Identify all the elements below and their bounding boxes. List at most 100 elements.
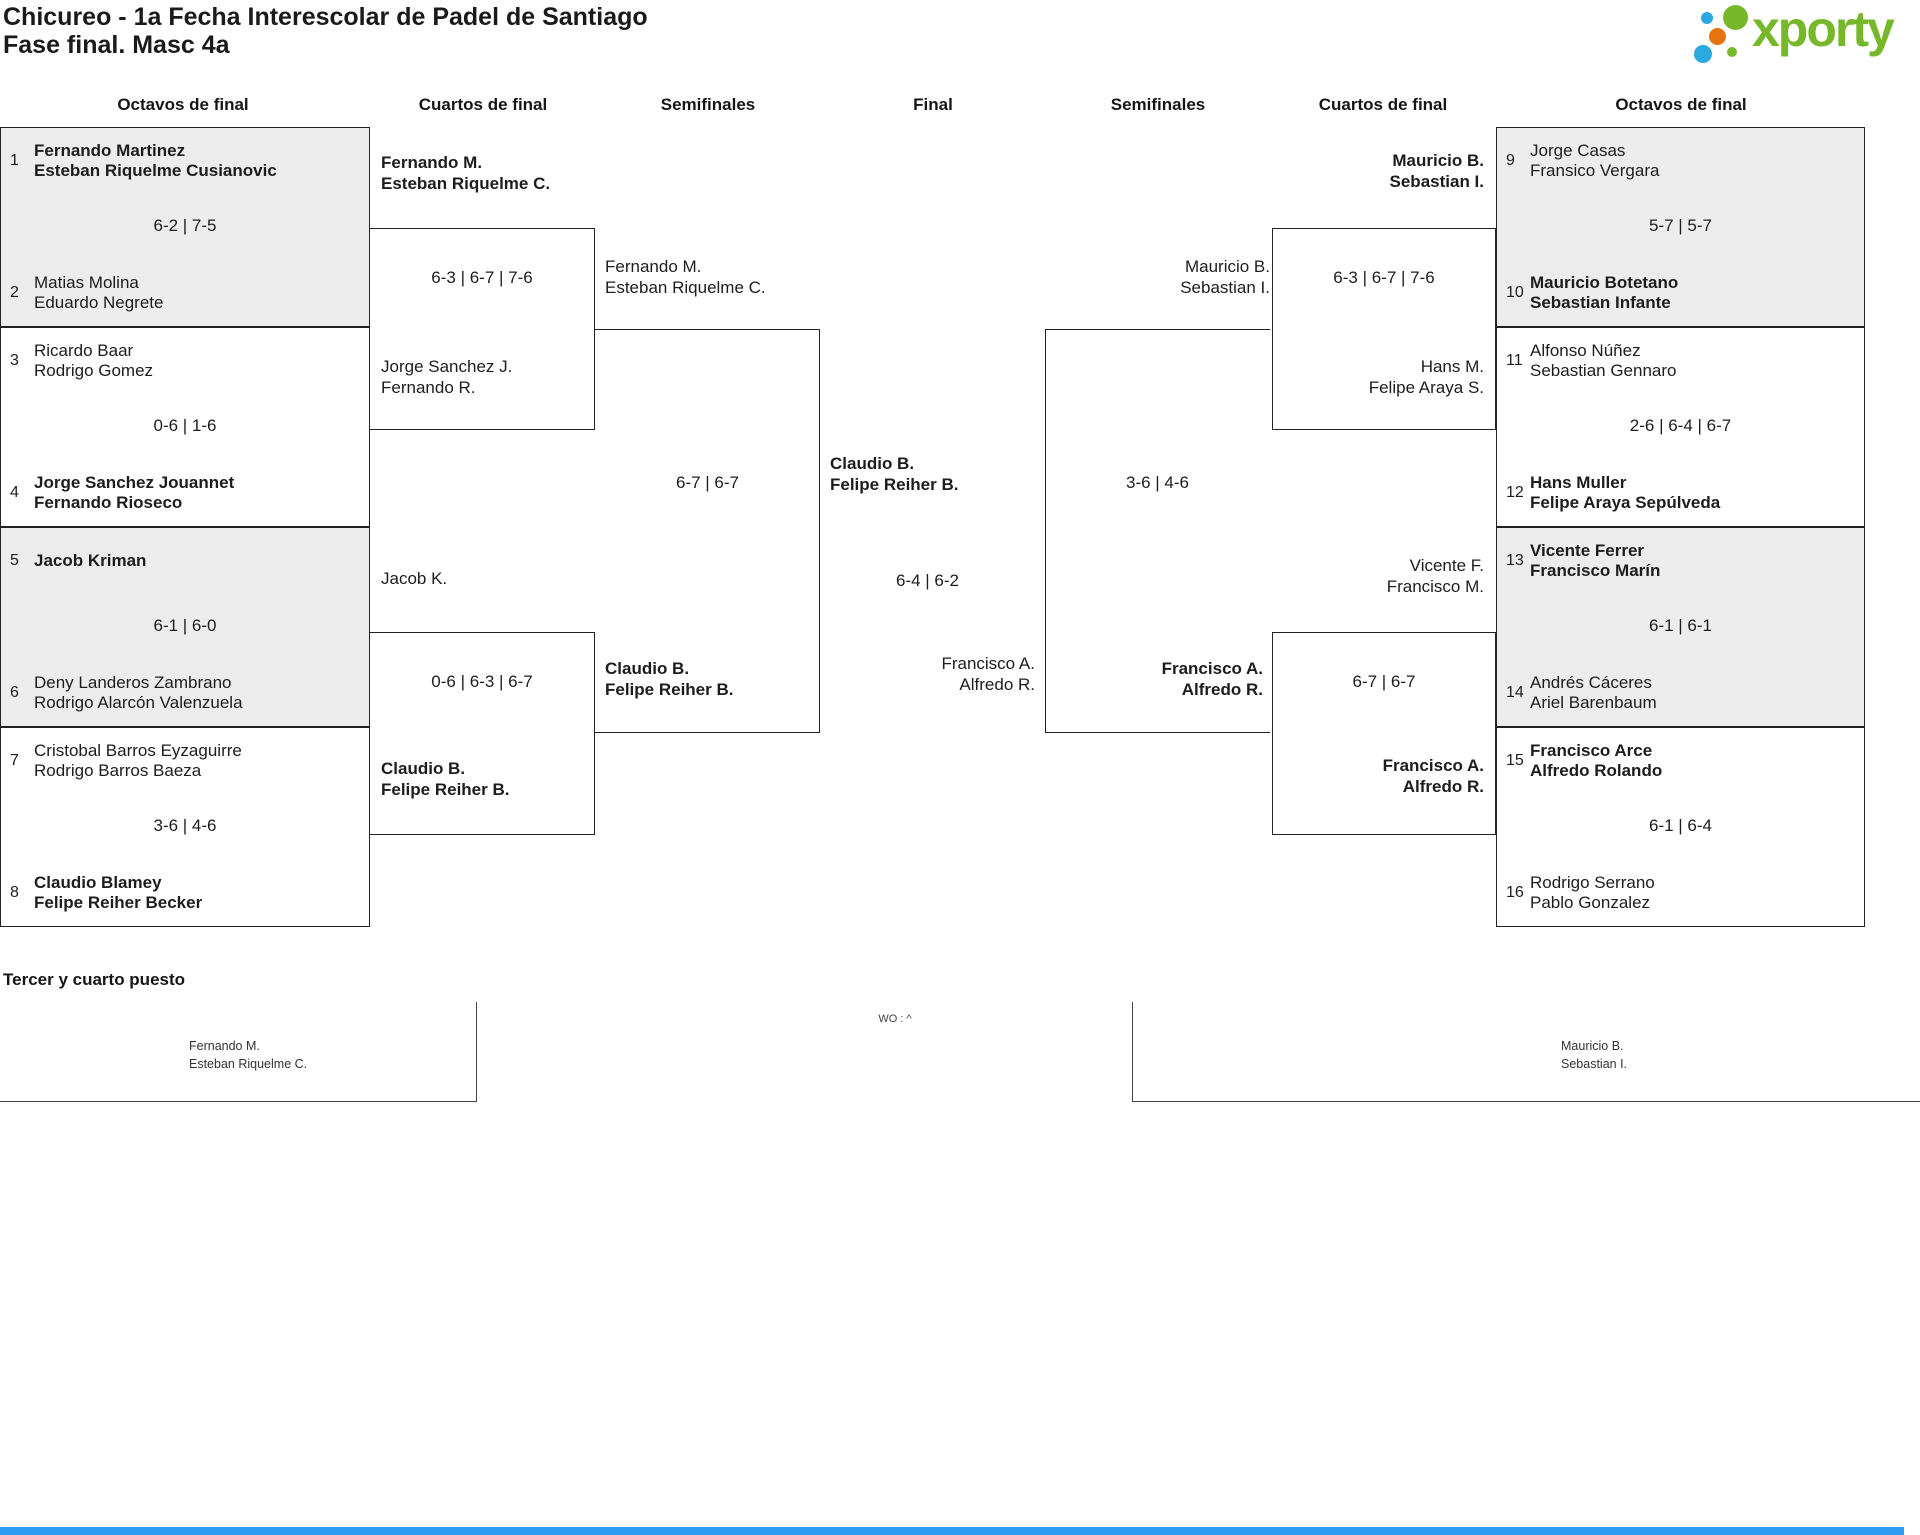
- qf-left-2-team1: Jacob K.: [381, 569, 448, 588]
- logo-dot-blue-small: [1701, 12, 1713, 24]
- team-entry: 12 Hans Muller Felipe Araya Sepúlveda: [1506, 468, 1858, 518]
- match-score: 0-6 | 1-6: [153, 416, 217, 435]
- seed-number: 3: [10, 352, 19, 369]
- team-entry: 4 Jorge Sanchez Jouannet Fernando Riosec…: [10, 468, 363, 518]
- round-header-qf-left: Cuartos de final: [418, 95, 548, 114]
- match-qf-right-2[interactable]: [1272, 632, 1496, 835]
- match-r16-left-3[interactable]: 5 Jacob Kriman 6-1 | 6-0 6 Deny Landeros…: [0, 527, 370, 727]
- team-names: Matias Molina Eduardo Negrete: [34, 273, 164, 312]
- team-entry: 16 Rodrigo Serrano Pablo Gonzalez: [1506, 868, 1858, 918]
- page-title: Chicureo - 1a Fecha Interescolar de Pade…: [3, 3, 648, 59]
- team-entry: 3 Ricardo Baar Rodrigo Gomez: [10, 336, 363, 386]
- team-entry: 5 Jacob Kriman: [10, 536, 363, 586]
- match-r16-left-4[interactable]: 7 Cristobal Barros Eyzaguirre Rodrigo Ba…: [0, 727, 370, 927]
- seed-number: 1: [10, 152, 19, 169]
- third-place-team-left: Fernando M. Esteban Riquelme C.: [189, 1039, 308, 1071]
- match-sf-right[interactable]: [1045, 329, 1270, 733]
- round-header-final: Final: [913, 95, 953, 114]
- seed-number: 10: [1506, 284, 1524, 301]
- team-names: Deny Landeros Zambrano Rodrigo Alarcón V…: [34, 673, 243, 712]
- sf-left-score: 6-7 | 6-7: [675, 473, 739, 492]
- match-qf-right-1[interactable]: [1272, 228, 1496, 430]
- match-r16-right-3[interactable]: 13 Vicente Ferrer Francisco Marín 6-1 | …: [1496, 527, 1865, 727]
- qf-left-2-team2: Claudio B. Felipe Reiher B.: [381, 759, 510, 799]
- sf-right-score: 3-6 | 4-6: [1125, 473, 1189, 492]
- sf-right-team2: Francisco A. Alfredo R.: [1161, 659, 1263, 699]
- match-score: 6-1 | 6-1: [1648, 616, 1712, 635]
- match-score: 6-1 | 6-4: [1648, 816, 1712, 835]
- qf-left-2-score: 0-6 | 6-3 | 6-7: [431, 672, 533, 691]
- final-team1: Claudio B. Felipe Reiher B.: [830, 454, 959, 494]
- team-names: Cristobal Barros Eyzaguirre Rodrigo Barr…: [34, 741, 242, 780]
- seed-number: 8: [10, 884, 19, 901]
- team-entry: 7 Cristobal Barros Eyzaguirre Rodrigo Ba…: [10, 736, 363, 786]
- round-header-r16-left: Octavos de final: [117, 95, 249, 114]
- footer-blue-bar: [0, 1527, 1904, 1535]
- qf-right-2-team2: Francisco A. Alfredo R.: [1382, 756, 1484, 796]
- logo-wordmark: xporty: [1752, 1, 1895, 57]
- match-score: 3-6 | 4-6: [153, 816, 217, 835]
- team-names: Andrés Cáceres Ariel Barenbaum: [1530, 673, 1657, 712]
- seed-number: 16: [1506, 884, 1524, 901]
- third-place-match-left[interactable]: [0, 1002, 477, 1102]
- team-names: Jorge Sanchez Jouannet Fernando Rioseco: [34, 473, 235, 512]
- match-r16-right-4[interactable]: 15 Francisco Arce Alfredo Rolando 6-1 | …: [1496, 727, 1865, 927]
- phase-name: Fase final. Masc 4a: [3, 31, 230, 59]
- match-qf-left-2[interactable]: [369, 632, 595, 835]
- tournament-name: Chicureo - 1a Fecha Interescolar de Pade…: [3, 3, 648, 31]
- third-place-match-right[interactable]: [1132, 1002, 1920, 1102]
- team-entry: 10 Mauricio Botetano Sebastian Infante: [1506, 268, 1858, 318]
- match-r16-left-1[interactable]: 1 Fernando Martinez Esteban Riquelme Cus…: [0, 127, 370, 327]
- logo-dot-orange: [1709, 28, 1726, 45]
- team-names: Jacob Kriman: [34, 551, 147, 570]
- team-entry: 13 Vicente Ferrer Francisco Marín: [1506, 536, 1858, 586]
- team-names: Ricardo Baar Rodrigo Gomez: [34, 341, 154, 380]
- team-entry: 8 Claudio Blamey Felipe Reiher Becker: [10, 868, 363, 918]
- team-entry: 11 Alfonso Núñez Sebastian Gennaro: [1506, 336, 1858, 386]
- team-entry: 14 Andrés Cáceres Ariel Barenbaum: [1506, 668, 1858, 718]
- seed-number: 12: [1506, 484, 1524, 501]
- seed-number: 13: [1506, 552, 1524, 569]
- match-r16-left-2[interactable]: 3 Ricardo Baar Rodrigo Gomez 0-6 | 1-6 4…: [0, 327, 370, 527]
- seed-number: 4: [10, 484, 19, 501]
- seed-number: 14: [1506, 684, 1524, 701]
- match-r16-right-2[interactable]: 11 Alfonso Núñez Sebastian Gennaro 2-6 |…: [1496, 327, 1865, 527]
- logo-dot-green-small: [1727, 47, 1737, 57]
- seed-number: 6: [10, 684, 19, 701]
- round-header-qf-right: Cuartos de final: [1318, 95, 1448, 114]
- team-entry: 1 Fernando Martinez Esteban Riquelme Cus…: [10, 136, 363, 186]
- qf-left-1-team1: Fernando M. Esteban Riquelme C.: [381, 153, 551, 193]
- third-place-result: WO : ^: [878, 1013, 912, 1025]
- logo-dot-green-large: [1723, 5, 1748, 30]
- sf-left-team1: Fernando M. Esteban Riquelme C.: [605, 257, 766, 297]
- team-names: Hans Muller Felipe Araya Sepúlveda: [1530, 473, 1721, 512]
- match-qf-left-1[interactable]: [369, 228, 595, 430]
- seed-number: 2: [10, 284, 19, 301]
- team-names: Claudio Blamey Felipe Reiher Becker: [34, 873, 203, 912]
- seed-number: 11: [1506, 352, 1523, 369]
- round-header-sf-left: Semifinales: [660, 95, 756, 114]
- match-r16-right-1[interactable]: 9 Jorge Casas Fransico Vergara 5-7 | 5-7…: [1496, 127, 1865, 327]
- round-header-r16-right: Octavos de final: [1615, 95, 1747, 114]
- match-score: 5-7 | 5-7: [1648, 216, 1712, 235]
- team-entry: 6 Deny Landeros Zambrano Rodrigo Alarcón…: [10, 668, 363, 718]
- team-entry: 2 Matias Molina Eduardo Negrete: [10, 268, 363, 318]
- team-entry: 9 Jorge Casas Fransico Vergara: [1506, 136, 1858, 186]
- final-score: 6-4 | 6-2: [895, 571, 959, 590]
- team-names: Mauricio Botetano Sebastian Infante: [1530, 273, 1679, 312]
- qf-right-1-team2: Hans M. Felipe Araya S.: [1368, 357, 1484, 397]
- third-place-team-right: Mauricio B. Sebastian I.: [1561, 1039, 1628, 1071]
- final-team2: Francisco A. Alfredo R.: [941, 654, 1035, 694]
- third-place-title: Tercer y cuarto puesto: [3, 970, 186, 989]
- team-names: Fernando Martinez Esteban Riquelme Cusia…: [34, 141, 277, 180]
- team-entry: 15 Francisco Arce Alfredo Rolando: [1506, 736, 1858, 786]
- seed-number: 7: [10, 752, 19, 769]
- logo-dot-blue-medium: [1694, 45, 1712, 63]
- team-names: Francisco Arce Alfredo Rolando: [1530, 741, 1663, 780]
- qf-right-1-team1: Mauricio B. Sebastian I.: [1389, 151, 1484, 191]
- xporty-logo[interactable]: xporty: [1688, 0, 1918, 72]
- match-score: 2-6 | 6-4 | 6-7: [1629, 416, 1732, 435]
- seed-number: 15: [1506, 752, 1524, 769]
- match-sf-left[interactable]: [595, 329, 820, 733]
